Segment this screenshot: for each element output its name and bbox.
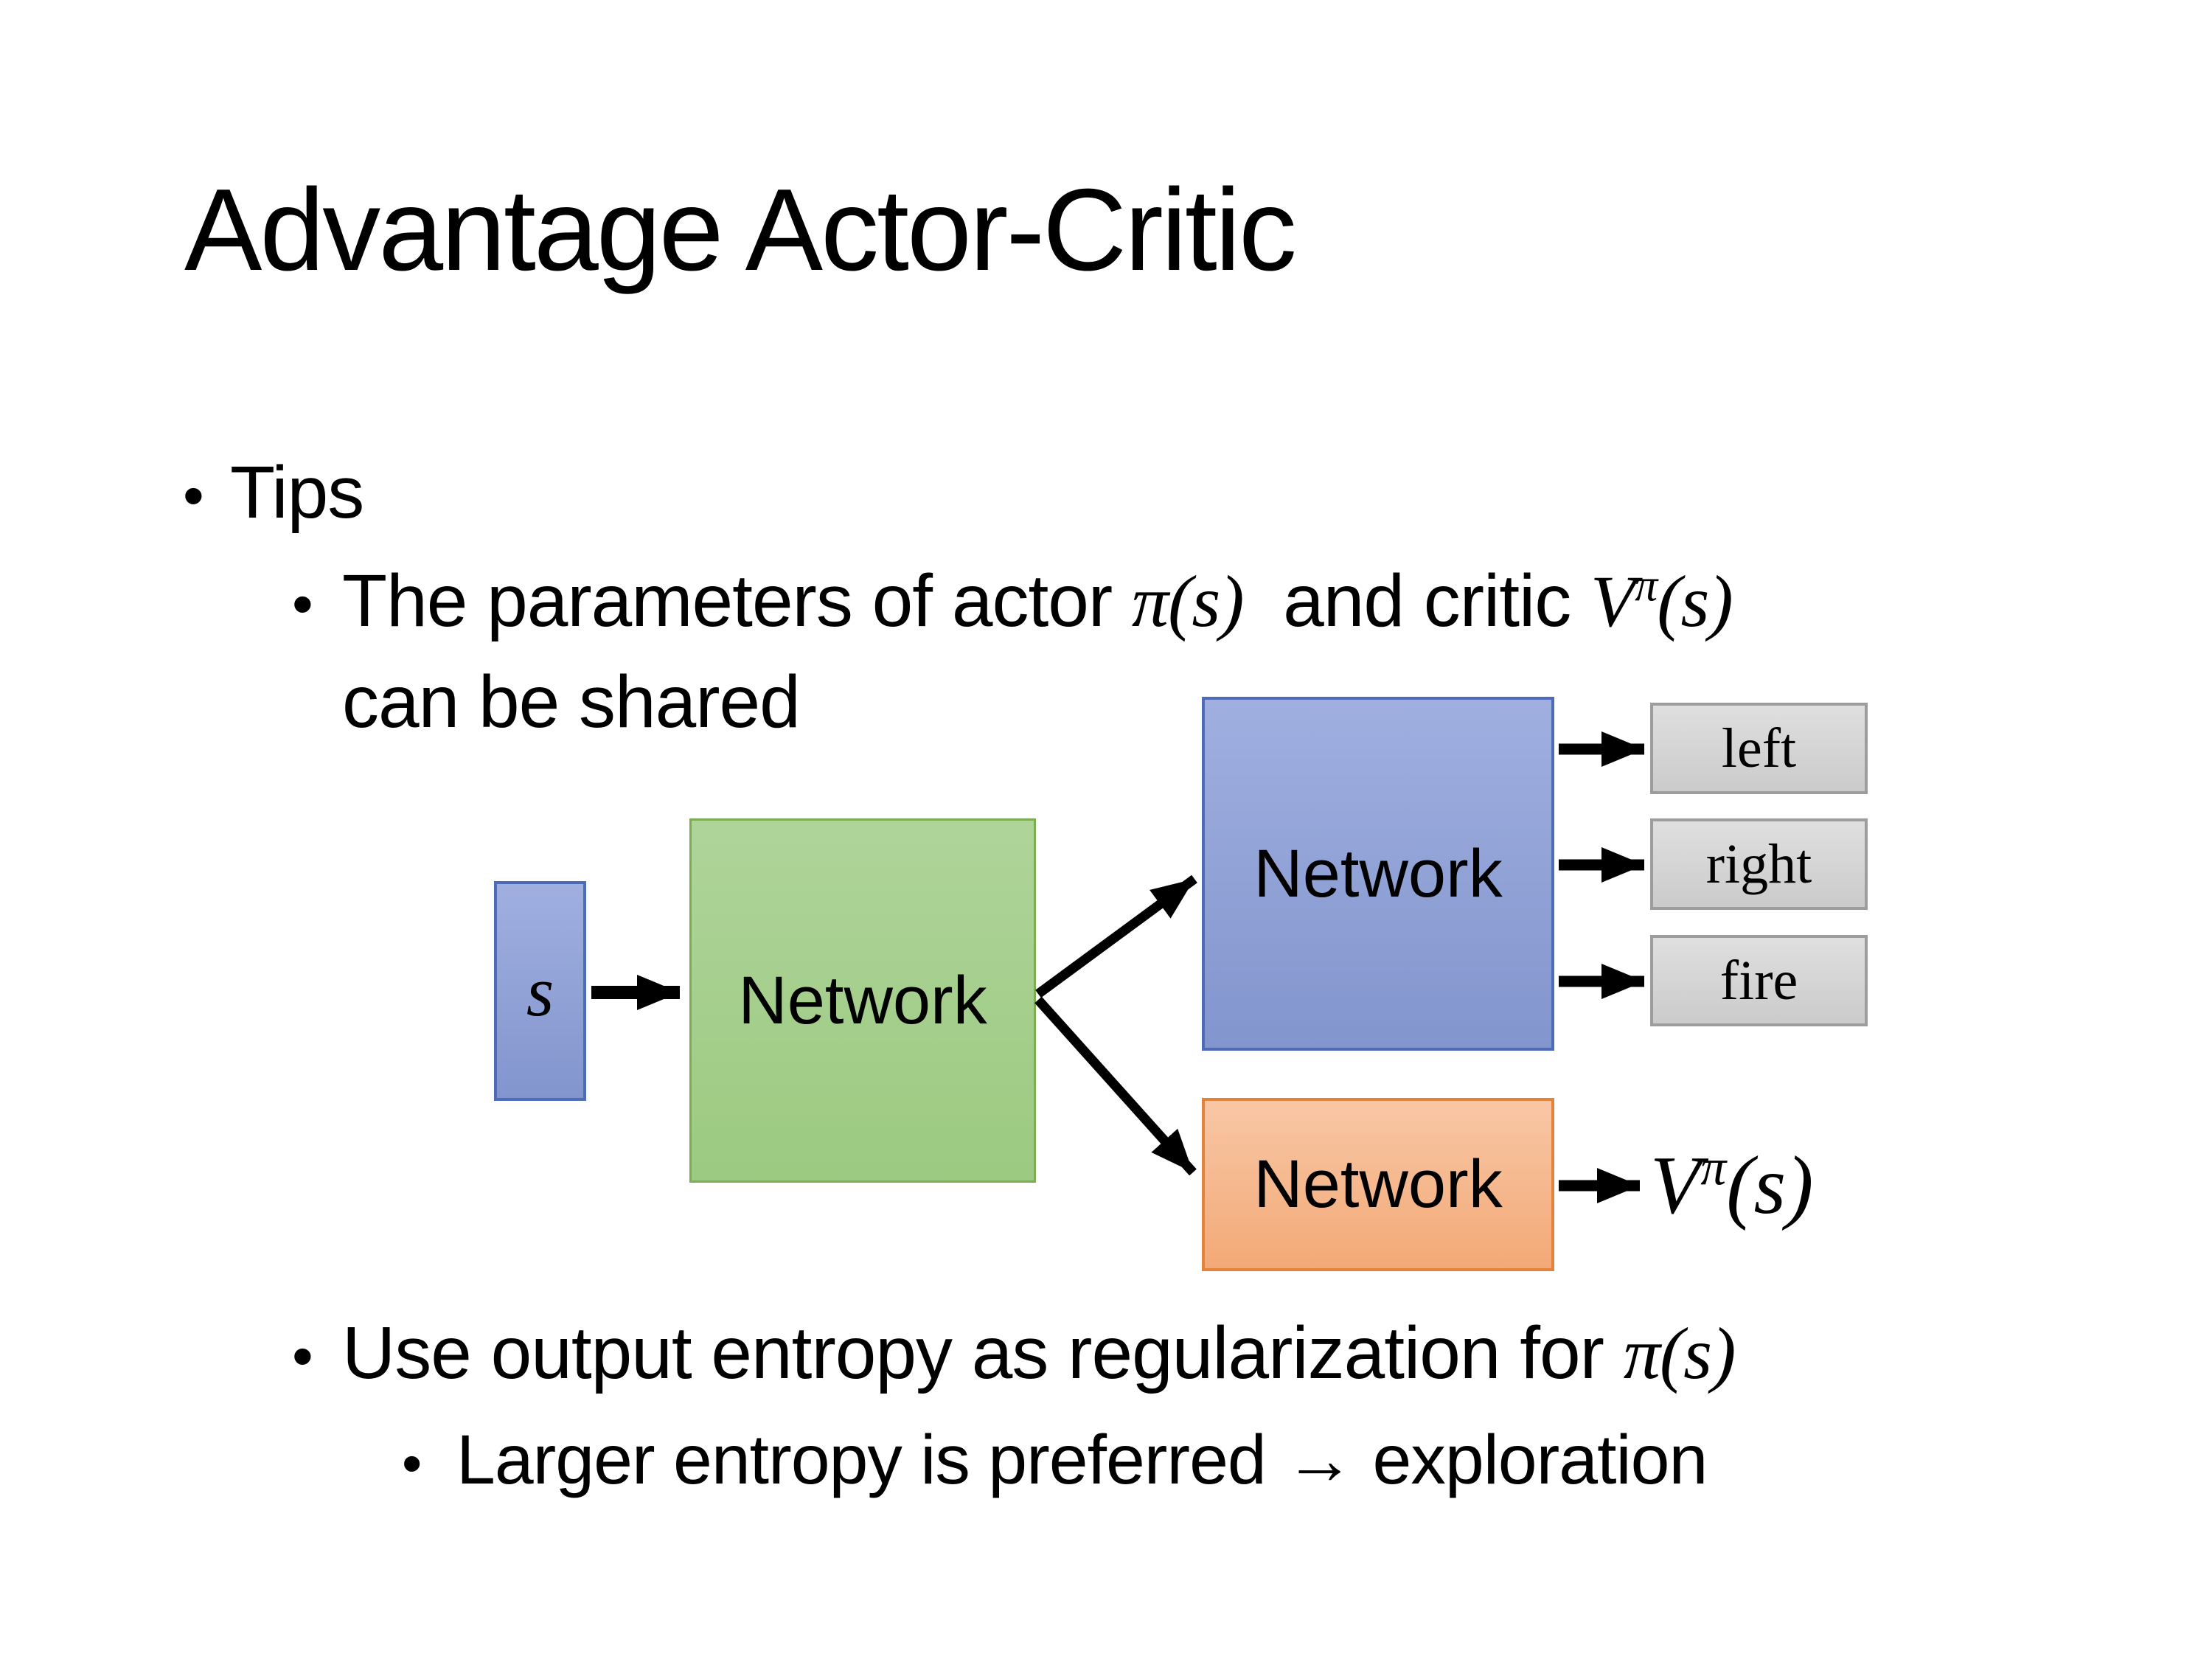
action-right-label: right (1705, 832, 1812, 895)
diagram-actor-network-box: Network (1202, 697, 1554, 1051)
diagram-action-left-box: left (1650, 703, 1868, 794)
diagram-critic-network-box: Network (1202, 1098, 1554, 1271)
diagram-action-right-box: right (1650, 818, 1868, 910)
diagram-input-state-box: s (494, 881, 586, 1101)
bullet-tips-text: Tips (230, 451, 364, 534)
bullet-entropy-regularization: • Use output entropy as regularization f… (292, 1303, 1736, 1404)
bullet-larger-entropy-text: Larger entropy is preferred → exploratio… (456, 1421, 1708, 1499)
bullet-dot: • (402, 1430, 422, 1496)
actor-network-label: Network (1253, 835, 1503, 911)
bullet-dot: • (183, 462, 204, 529)
input-state-label: s (526, 951, 554, 1031)
slide-title: Advantage Actor-Critic (184, 165, 1297, 295)
critic-network-label: Network (1253, 1147, 1503, 1222)
bullet-entropy-text: Use output entropy as regularization for… (342, 1312, 1736, 1394)
bullet-parameters-shared: • The parameters of actor π(s) and criti… (292, 551, 1733, 752)
shared-network-label: Network (738, 962, 987, 1038)
bullet-parameters-text: The parameters of actor π(s) and critic … (342, 551, 1733, 752)
value-function-text: Vπ(s) (1650, 1139, 1814, 1231)
action-fire-label: fire (1719, 949, 1798, 1012)
bullet-parameters-line1: The parameters of actor π(s) and critic … (342, 560, 1733, 642)
arrow-shared-to-critic-network (1034, 996, 1197, 1176)
action-left-label: left (1721, 717, 1797, 779)
diagram-action-fire-box: fire (1650, 935, 1868, 1026)
critic-value-output-label: Vπ(s) (1650, 1135, 1813, 1234)
bullet-dot: • (292, 570, 313, 638)
bullet-dot: • (292, 1322, 313, 1390)
bullet-parameters-line2: can be shared (342, 661, 801, 743)
arrow-shared-to-actor-network (1035, 874, 1197, 998)
bullet-tips: • Tips (183, 442, 364, 543)
diagram-shared-network-box: Network (689, 818, 1036, 1183)
bullet-larger-entropy: • Larger entropy is preferred → explorat… (402, 1412, 1708, 1508)
